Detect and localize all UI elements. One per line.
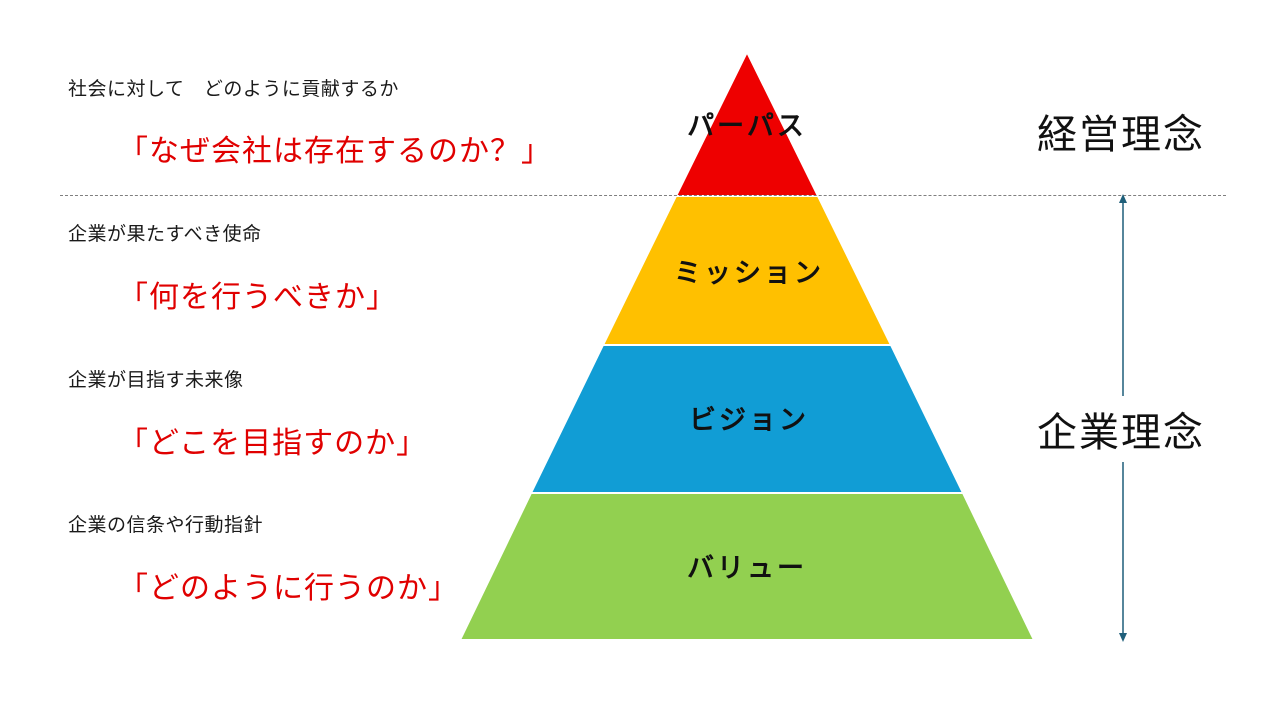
question-purpose: 「なぜ会社は存在するのか？」 [118,134,552,169]
description-vision: 企業が目指す未来像 [68,369,244,391]
bracket-arrowhead-bottom [1119,633,1127,642]
question-mission: 「何を行うべきか」 [118,280,397,315]
tier-label-value: バリュー [687,553,807,584]
group-label-keiei: 経営理念 [1037,98,1205,164]
bracket-arrowhead-top [1119,194,1127,203]
description-purpose: 社会に対して どのように貢献するか [68,78,399,100]
group-label-kigyo: 企業理念 [1037,396,1205,462]
description-mission: 企業が果たすべき使命 [68,223,262,245]
tier-shape-value [458,492,1036,641]
question-vision: 「どこを目指すのか」 [118,426,428,461]
tier-label-purpose: パーパス [687,111,807,142]
tier-label-vision: ビジョン [689,405,809,436]
description-value: 企業の信条や行動指針 [68,514,264,536]
question-value: 「どのように行うのか」 [118,571,459,606]
section-divider [60,195,1226,196]
tier-label-mission: ミッション [674,258,824,289]
